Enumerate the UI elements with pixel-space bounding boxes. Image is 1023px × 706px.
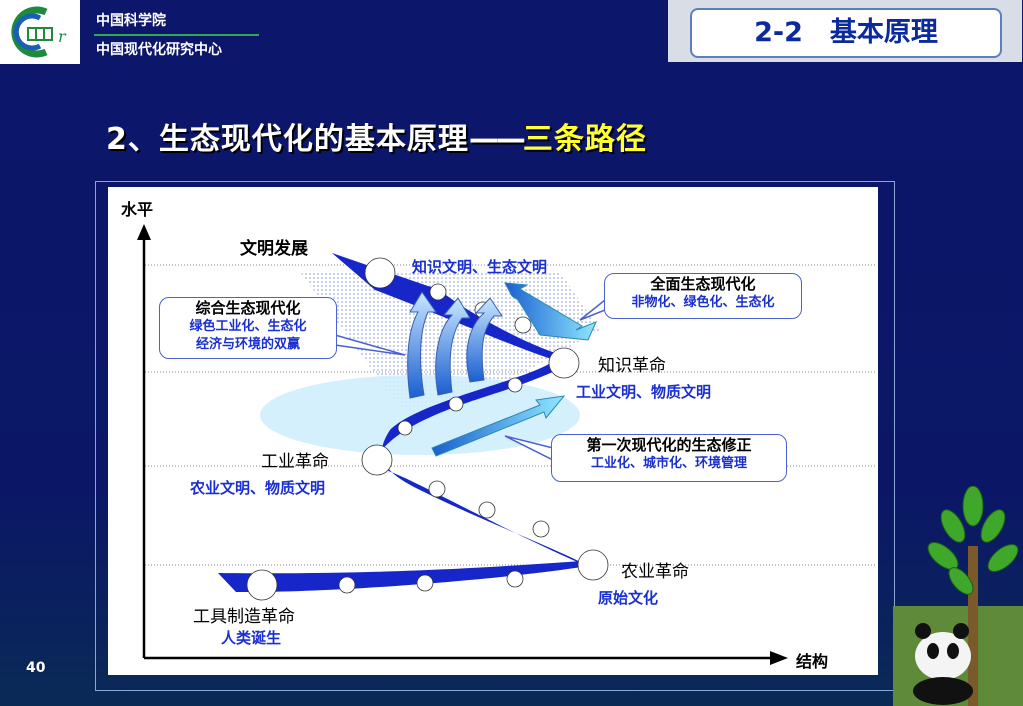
org-name-1: 中国科学院: [96, 13, 166, 29]
page-number: 40: [26, 660, 46, 676]
callout-first-modernization: 第一次现代化的生态修正 工业化、城市化、环境管理: [551, 434, 787, 482]
stage-industrial-civilization: 工业文明、物质文明: [576, 383, 712, 401]
callout-integrated-line2: 经济与环境的双赢: [195, 337, 300, 352]
title-main: 2、生态现代化的基本原理: [106, 122, 469, 157]
svg-text:r: r: [58, 27, 67, 46]
callout-integrated-title: 综合生态现代化: [195, 299, 301, 317]
stage-knowledge-civilization: 知识文明、生态文明: [412, 258, 548, 276]
stage-civilization: 文明发展: [240, 239, 308, 259]
stage-industrial-revolution: 工业革命: [261, 452, 329, 472]
integrated-eco-arrows: [407, 291, 503, 399]
y-axis-label: 水平: [121, 200, 154, 219]
callout-integrated-line1: 绿色工业化、生态化: [189, 319, 307, 334]
title-dash: ——: [468, 122, 526, 157]
stage-agricultural-revolution: 农业革命: [621, 562, 689, 582]
callout-comprehensive-title: 全面生态现代化: [650, 275, 756, 293]
slide-title: 2、生态现代化的基本原理——三条路径: [106, 114, 647, 158]
tree-panda-decoration: [893, 486, 1023, 706]
org-name-2: 中国现代化研究中心: [96, 42, 222, 58]
stage-knowledge-revolution: 知识革命: [598, 356, 666, 376]
first-modernization-arrow: [431, 395, 566, 457]
logo-area: r: [0, 0, 80, 64]
diagram-frame: [95, 181, 895, 691]
x-axis-label: 结构: [796, 652, 829, 671]
callout-integrated-eco: 综合生态现代化 绿色工业化、生态化 经济与环境的双赢: [159, 297, 337, 359]
callout-comprehensive-eco: 全面生态现代化 非物化、绿色化、生态化: [604, 273, 802, 319]
stage-toolmaking-revolution: 工具制造革命: [193, 607, 295, 627]
callout-first-line1: 工业化、城市化、环境管理: [590, 456, 747, 471]
path-milestones: [246, 257, 609, 601]
cmr-logo-icon: r: [11, 6, 67, 58]
callout-first-title: 第一次现代化的生态修正: [586, 436, 752, 454]
section-title: 2-2 基本原理: [690, 8, 1002, 58]
stage-primitive-culture: 原始文化: [598, 589, 659, 607]
panda-icon: [913, 623, 973, 705]
axes: [137, 224, 788, 665]
stage-human-birth: 人类诞生: [221, 629, 282, 647]
comprehensive-eco-arrow: [504, 282, 597, 341]
callout-comprehensive-line1: 非物化、绿色化、生态化: [631, 295, 775, 310]
title-highlight: 三条路径: [522, 122, 647, 157]
stage-agricultural-civilization: 农业文明、物质文明: [190, 479, 326, 497]
org-divider: [94, 34, 259, 36]
